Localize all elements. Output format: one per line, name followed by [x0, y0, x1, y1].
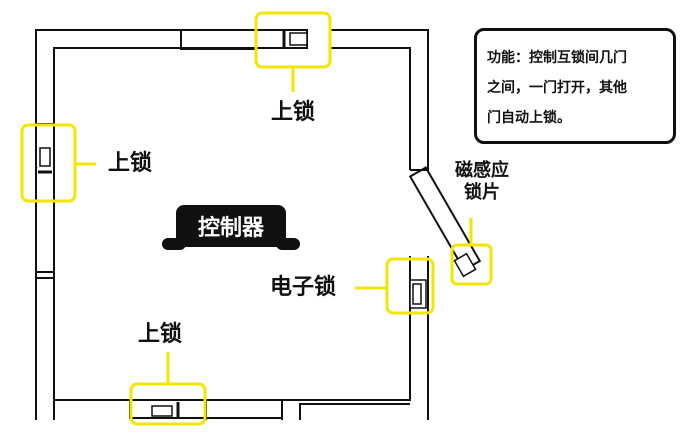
left-lock-body [39, 147, 51, 167]
function-note-line2: 之间，一门打开，其他 [487, 80, 627, 96]
bottom-lock-label: 上锁 [138, 322, 183, 347]
outer-wall-right-top [330, 29, 429, 171]
highlight-callouts [20, 11, 493, 426]
electronic-lock-highlight [385, 257, 435, 315]
top-lock-body [289, 32, 308, 46]
function-note-box: 功能：控制互锁间几门 之间，一门打开，其他 门自动上锁。 [474, 28, 676, 144]
magnetic-plate-body [453, 252, 477, 278]
function-note-line1: 功能：控制互锁间几门 [487, 50, 627, 66]
inner-wall-line [53, 47, 181, 420]
left-door-leaf [35, 123, 55, 273]
function-note-line3: 门自动上锁。 [487, 110, 571, 126]
top-lock-label: 上锁 [271, 100, 316, 125]
inner-wall-right [330, 47, 411, 170]
electronic-lock-label: 电子锁 [270, 275, 337, 300]
bottom-left-wall [35, 278, 130, 420]
electronic-lock-strike [412, 283, 422, 305]
magnetic-sensor-label-line1: 磁感应 [455, 160, 509, 181]
controller-label: 控制器 [197, 216, 264, 241]
bottom-lock-body [151, 405, 173, 417]
left-lock-label: 上锁 [108, 151, 153, 176]
top-door-leaf [180, 29, 308, 49]
magnetic-sensor-label: 磁感应 锁片 [446, 160, 518, 203]
lock-hardware [38, 31, 477, 418]
controller-box: 控制器 [176, 205, 286, 247]
magnetic-sensor-label-line2: 锁片 [464, 181, 500, 203]
